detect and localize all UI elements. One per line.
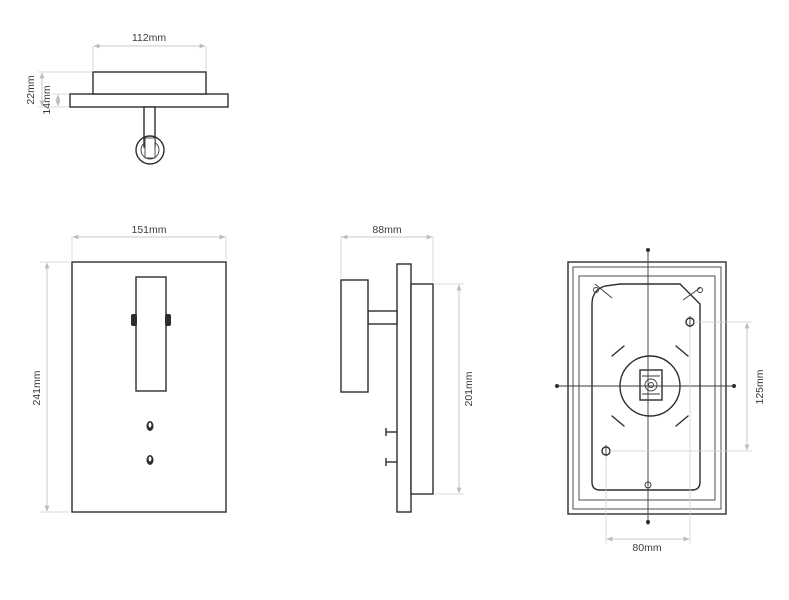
dimension-label-back-vertical: 125mm xyxy=(754,369,766,404)
dimension-back-vertical: 125mm xyxy=(610,321,766,452)
top-view-lamp-head xyxy=(135,135,165,165)
side-view-inner-box xyxy=(410,283,434,495)
dimension-label-top-width: 112mm xyxy=(132,32,166,44)
back-view-terminal-block xyxy=(639,369,663,401)
front-view: 151mm 241mm xyxy=(31,224,227,513)
dimension-label-front-width: 151mm xyxy=(131,224,166,236)
dimension-back-horizontal: 80mm xyxy=(605,327,691,554)
side-view: 88mm 201mm xyxy=(340,224,475,513)
top-view-wall-plate xyxy=(69,93,229,108)
side-view-back-plate xyxy=(396,263,412,513)
dimension-label-back-horizontal: 80mm xyxy=(632,542,661,554)
dimension-top-width: 112mm xyxy=(92,32,207,70)
dimension-front-height: 241mm xyxy=(31,261,70,513)
dimension-label-top-height-plate: 14mm xyxy=(41,85,53,114)
dimension-top-height-total: 22mm xyxy=(25,71,92,108)
dimension-side-height: 201mm xyxy=(435,283,475,495)
front-view-lamp-head xyxy=(135,276,167,392)
dimension-label-side-depth: 88mm xyxy=(372,224,401,236)
side-view-arm xyxy=(367,310,398,325)
dimension-front-width: 151mm xyxy=(71,224,227,260)
top-view-body xyxy=(92,71,207,95)
dimension-label-front-height: 241mm xyxy=(31,370,43,405)
back-view: 125mm 80mm xyxy=(555,248,766,554)
top-view: 112mm 22mm 14mm xyxy=(25,32,229,165)
dimension-label-side-height: 201mm xyxy=(463,371,475,406)
dimension-top-height-plate: 14mm xyxy=(41,85,69,115)
dimension-side-depth: 88mm xyxy=(340,224,434,282)
side-view-lamp-head xyxy=(340,279,369,393)
dimension-label-top-height-total: 22mm xyxy=(25,75,37,104)
